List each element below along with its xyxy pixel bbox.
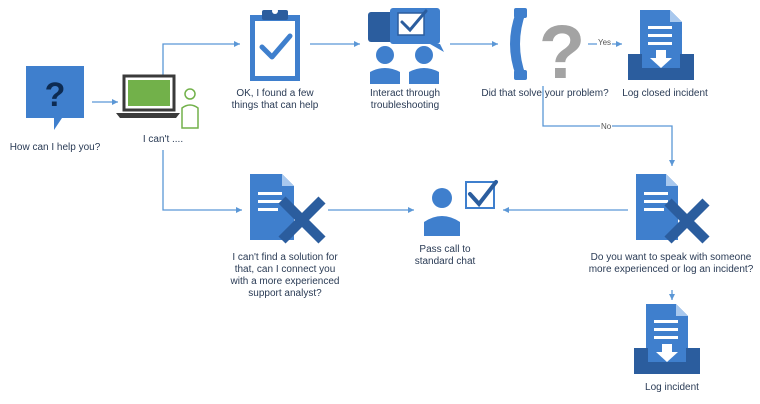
node-label-interact: Interact through troubleshooting <box>369 88 441 111</box>
two-people-chat-icon <box>368 8 444 84</box>
laptop-user-icon <box>116 74 199 129</box>
edge-user-to-found <box>162 41 240 82</box>
document-x-icon <box>636 174 710 244</box>
node-label-speak: Do you want to speak with someone more e… <box>588 252 754 275</box>
node-label-help: How can I help you? <box>9 142 101 153</box>
person-checkbox-icon <box>424 180 498 236</box>
edge-user-to-no-solution <box>162 150 242 213</box>
document-inbox-icon <box>634 304 700 374</box>
node-label-no-solution: I can't find a solution for that, can I … <box>230 252 340 299</box>
node-label-pass-call: Pass call to standard chat <box>414 244 476 267</box>
phone-question-icon: ? <box>510 8 585 95</box>
node-label-user: I can't .... <box>142 134 184 145</box>
svg-text:?: ? <box>45 76 66 114</box>
edge-label-yes: Yes <box>597 38 613 47</box>
question-bubble-icon: ? <box>26 66 84 130</box>
edge-label-no: No <box>600 122 613 131</box>
svg-text:?: ? <box>539 10 585 95</box>
clipboard-check-icon <box>250 8 300 81</box>
document-inbox-icon <box>628 10 694 80</box>
document-x-icon <box>250 174 326 244</box>
node-label-log: Log incident <box>645 382 699 393</box>
node-label-log-closed: Log closed incident <box>622 88 708 99</box>
node-label-solved: Did that solve your problem? <box>481 88 609 99</box>
node-label-found: OK, I found a few things that can help <box>231 88 319 111</box>
